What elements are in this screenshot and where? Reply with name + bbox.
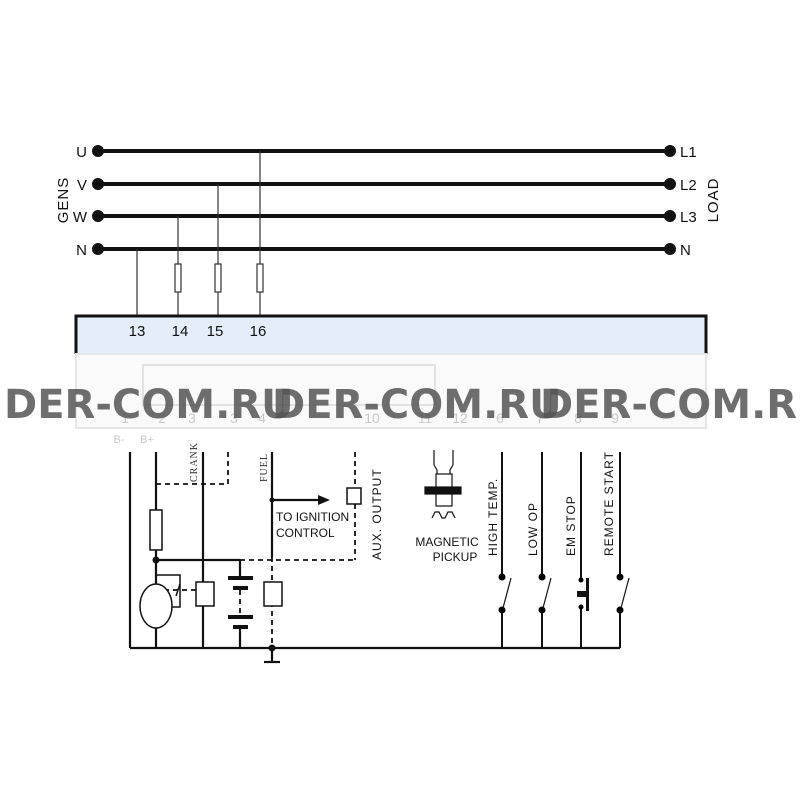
battery-icon [228, 576, 253, 629]
high-temp-label: HIGH TEMP. [486, 478, 500, 556]
input-wiring [501, 452, 621, 648]
svg-text:DER-COM.RU: DER-COM.RU [272, 382, 562, 428]
terminal-9: 9 [611, 410, 619, 426]
terminal-3b: 3 [230, 410, 238, 426]
fuse-icon [214, 263, 222, 293]
crank-label: CRANK [189, 442, 200, 482]
input-switches [498, 573, 630, 614]
terminal-8: 8 [574, 410, 582, 426]
low-op-switch-icon [538, 573, 552, 614]
low-op-label: LOW OP [526, 502, 540, 556]
terminal-13: 13 [129, 323, 146, 340]
em-stop-label: EM STOP [564, 495, 578, 556]
em-stop-button-icon [577, 577, 589, 611]
fuse-icon [174, 263, 182, 293]
fuse-icon [256, 263, 264, 293]
terminal-10: 10 [364, 410, 380, 426]
load-phase-l3: L3 [680, 209, 697, 226]
load-phase-l2: L2 [680, 177, 697, 194]
load-label: LOAD [705, 178, 722, 223]
terminal-1: 1 [121, 410, 129, 426]
terminal-14: 14 [172, 323, 189, 340]
magnetic-pickup-icon [424, 450, 462, 519]
terminal-2: 2 [158, 410, 166, 426]
ignition-label-2: CONTROL [276, 526, 335, 540]
aux-output-label: AUX. OUTPUT [370, 468, 384, 560]
pickup-label-1: MAGNETIC [415, 535, 479, 549]
gen-phase-v: V [77, 177, 87, 194]
terminal-11: 11 [418, 410, 433, 426]
remote-start-switch-icon [616, 573, 630, 614]
gen-phase-u: U [76, 144, 87, 161]
dashed-wiring [156, 452, 356, 648]
b-minus-label: B- [114, 434, 125, 446]
aux-relay-icon [346, 487, 362, 505]
fuse-icon [149, 509, 163, 551]
load-phase-l1: L1 [680, 144, 697, 161]
svg-text:DER-COM.RU: DER-COM.RU [540, 382, 800, 428]
fuel-relay-icon [263, 581, 283, 607]
sensing-taps [136, 151, 264, 315]
fuel-label: FUEL [259, 453, 270, 482]
busbars [92, 145, 676, 255]
terminal-15: 15 [207, 323, 224, 340]
arrow-icon [318, 495, 330, 505]
gen-phase-n: N [76, 242, 87, 259]
terminal-3: 3 [188, 410, 196, 426]
gens-label: GENS [55, 177, 72, 224]
terminal-12: 12 [452, 410, 468, 426]
starter-motor-icon [139, 583, 173, 629]
watermark: DER-COM.RU DER-COM.RU DER-COM.RU [4, 382, 800, 428]
pickup-label-2: PICKUP [433, 550, 478, 564]
terminal-7: 7 [536, 410, 544, 426]
load-phase-n: N [680, 242, 691, 259]
b-plus-label: B+ [140, 434, 154, 446]
terminal-4: 4 [258, 410, 266, 426]
controller-module [76, 316, 706, 354]
terminal-6: 6 [496, 410, 504, 426]
ignition-label-1: TO IGNITION [276, 510, 349, 524]
remote-start-label: REMOTE START [602, 451, 616, 556]
crank-relay-icon [195, 581, 215, 607]
high-temp-switch-icon [498, 573, 512, 614]
bottom-terminals: 1 2 3 3 4 10 11 12 6 7 8 9 B- B+ [114, 410, 620, 446]
svg-text:DER-COM.RU: DER-COM.RU [4, 382, 294, 428]
gen-phase-w: W [73, 209, 88, 226]
terminal-16: 16 [250, 323, 267, 340]
